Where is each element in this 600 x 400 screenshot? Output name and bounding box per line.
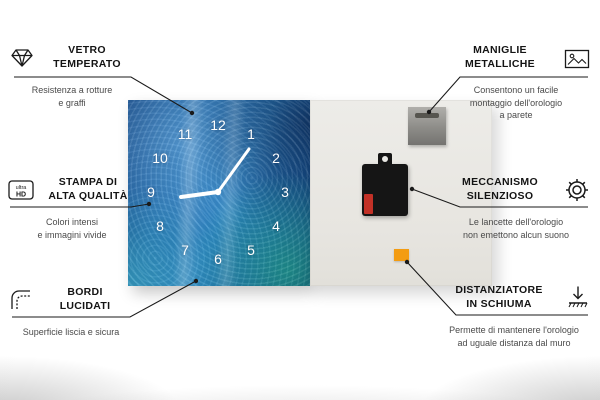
clock-numeral: 8 (156, 218, 164, 234)
mechanism-hook (378, 153, 392, 167)
clock-numeral: 10 (152, 150, 168, 166)
callout-title: BORDI LUCIDATI (59, 286, 111, 312)
foam-spacer-icon (566, 285, 590, 311)
callout-title: MANIGLIE METALLICHE (465, 44, 535, 70)
callout-maniglie-metalliche: MANIGLIE METALLICHE Consentono un facile… (442, 44, 590, 122)
clock-numeral: 11 (177, 126, 193, 142)
svg-text:HD: HD (16, 192, 26, 199)
callout-vetro-temperato: VETRO TEMPERATO Resistenza a rotture e g… (10, 44, 134, 109)
clock-numeral: 2 (272, 150, 280, 166)
clock-numeral: 6 (214, 251, 222, 267)
picture-frame-icon (564, 47, 590, 69)
clock-numeral: 3 (281, 184, 289, 200)
callout-distanziatore-schiuma: DISTANZIATORE IN SCHIUMA Permette di man… (438, 284, 590, 349)
battery (364, 194, 373, 214)
callout-description: Le lancette dell'orologio non emettono a… (462, 217, 570, 240)
callout-title: MECCANISMO SILENZIOSO (462, 176, 538, 202)
clock-hands (179, 147, 251, 199)
clock-numeral: 9 (147, 184, 155, 200)
clock-numeral: 4 (272, 218, 280, 234)
callout-meccanismo-silenzioso: MECCANISMO SILENZIOSO Le lancette dell'o… (442, 176, 590, 241)
callout-description: Superficie liscia e sicura (22, 327, 120, 337)
callout-description: Resistenza a rotture e graffi (31, 85, 113, 108)
callout-title: DISTANZIATORE IN SCHIUMA (455, 284, 543, 310)
diamond-icon (10, 48, 34, 68)
metal-hanger-plate (408, 107, 446, 145)
gear-icon (564, 177, 590, 203)
clock-numeral: 12 (210, 117, 226, 133)
clock-front-view: 12 1 2 3 4 5 6 7 8 9 10 11 (128, 100, 310, 286)
foam-spacer (394, 249, 409, 261)
polished-edge-icon (10, 289, 32, 311)
callout-title: VETRO TEMPERATO (53, 44, 121, 70)
callout-description: Colori intensi e immagini vivide (37, 217, 107, 240)
clock-numeral: 5 (247, 242, 255, 258)
svg-text:ultra: ultra (16, 185, 28, 191)
clock-numeral: 1 (247, 126, 255, 142)
callout-title: STAMPA DI ALTA QUALITÀ (48, 176, 128, 202)
callout-description: Consentono un facile montaggio dell'orol… (469, 85, 563, 121)
callout-description: Permette di mantenere l'orologio ad ugua… (449, 325, 579, 348)
callout-bordi-lucidati: BORDI LUCIDATI Superficie liscia e sicur… (10, 286, 132, 339)
clock-numeral: 7 (181, 242, 189, 258)
